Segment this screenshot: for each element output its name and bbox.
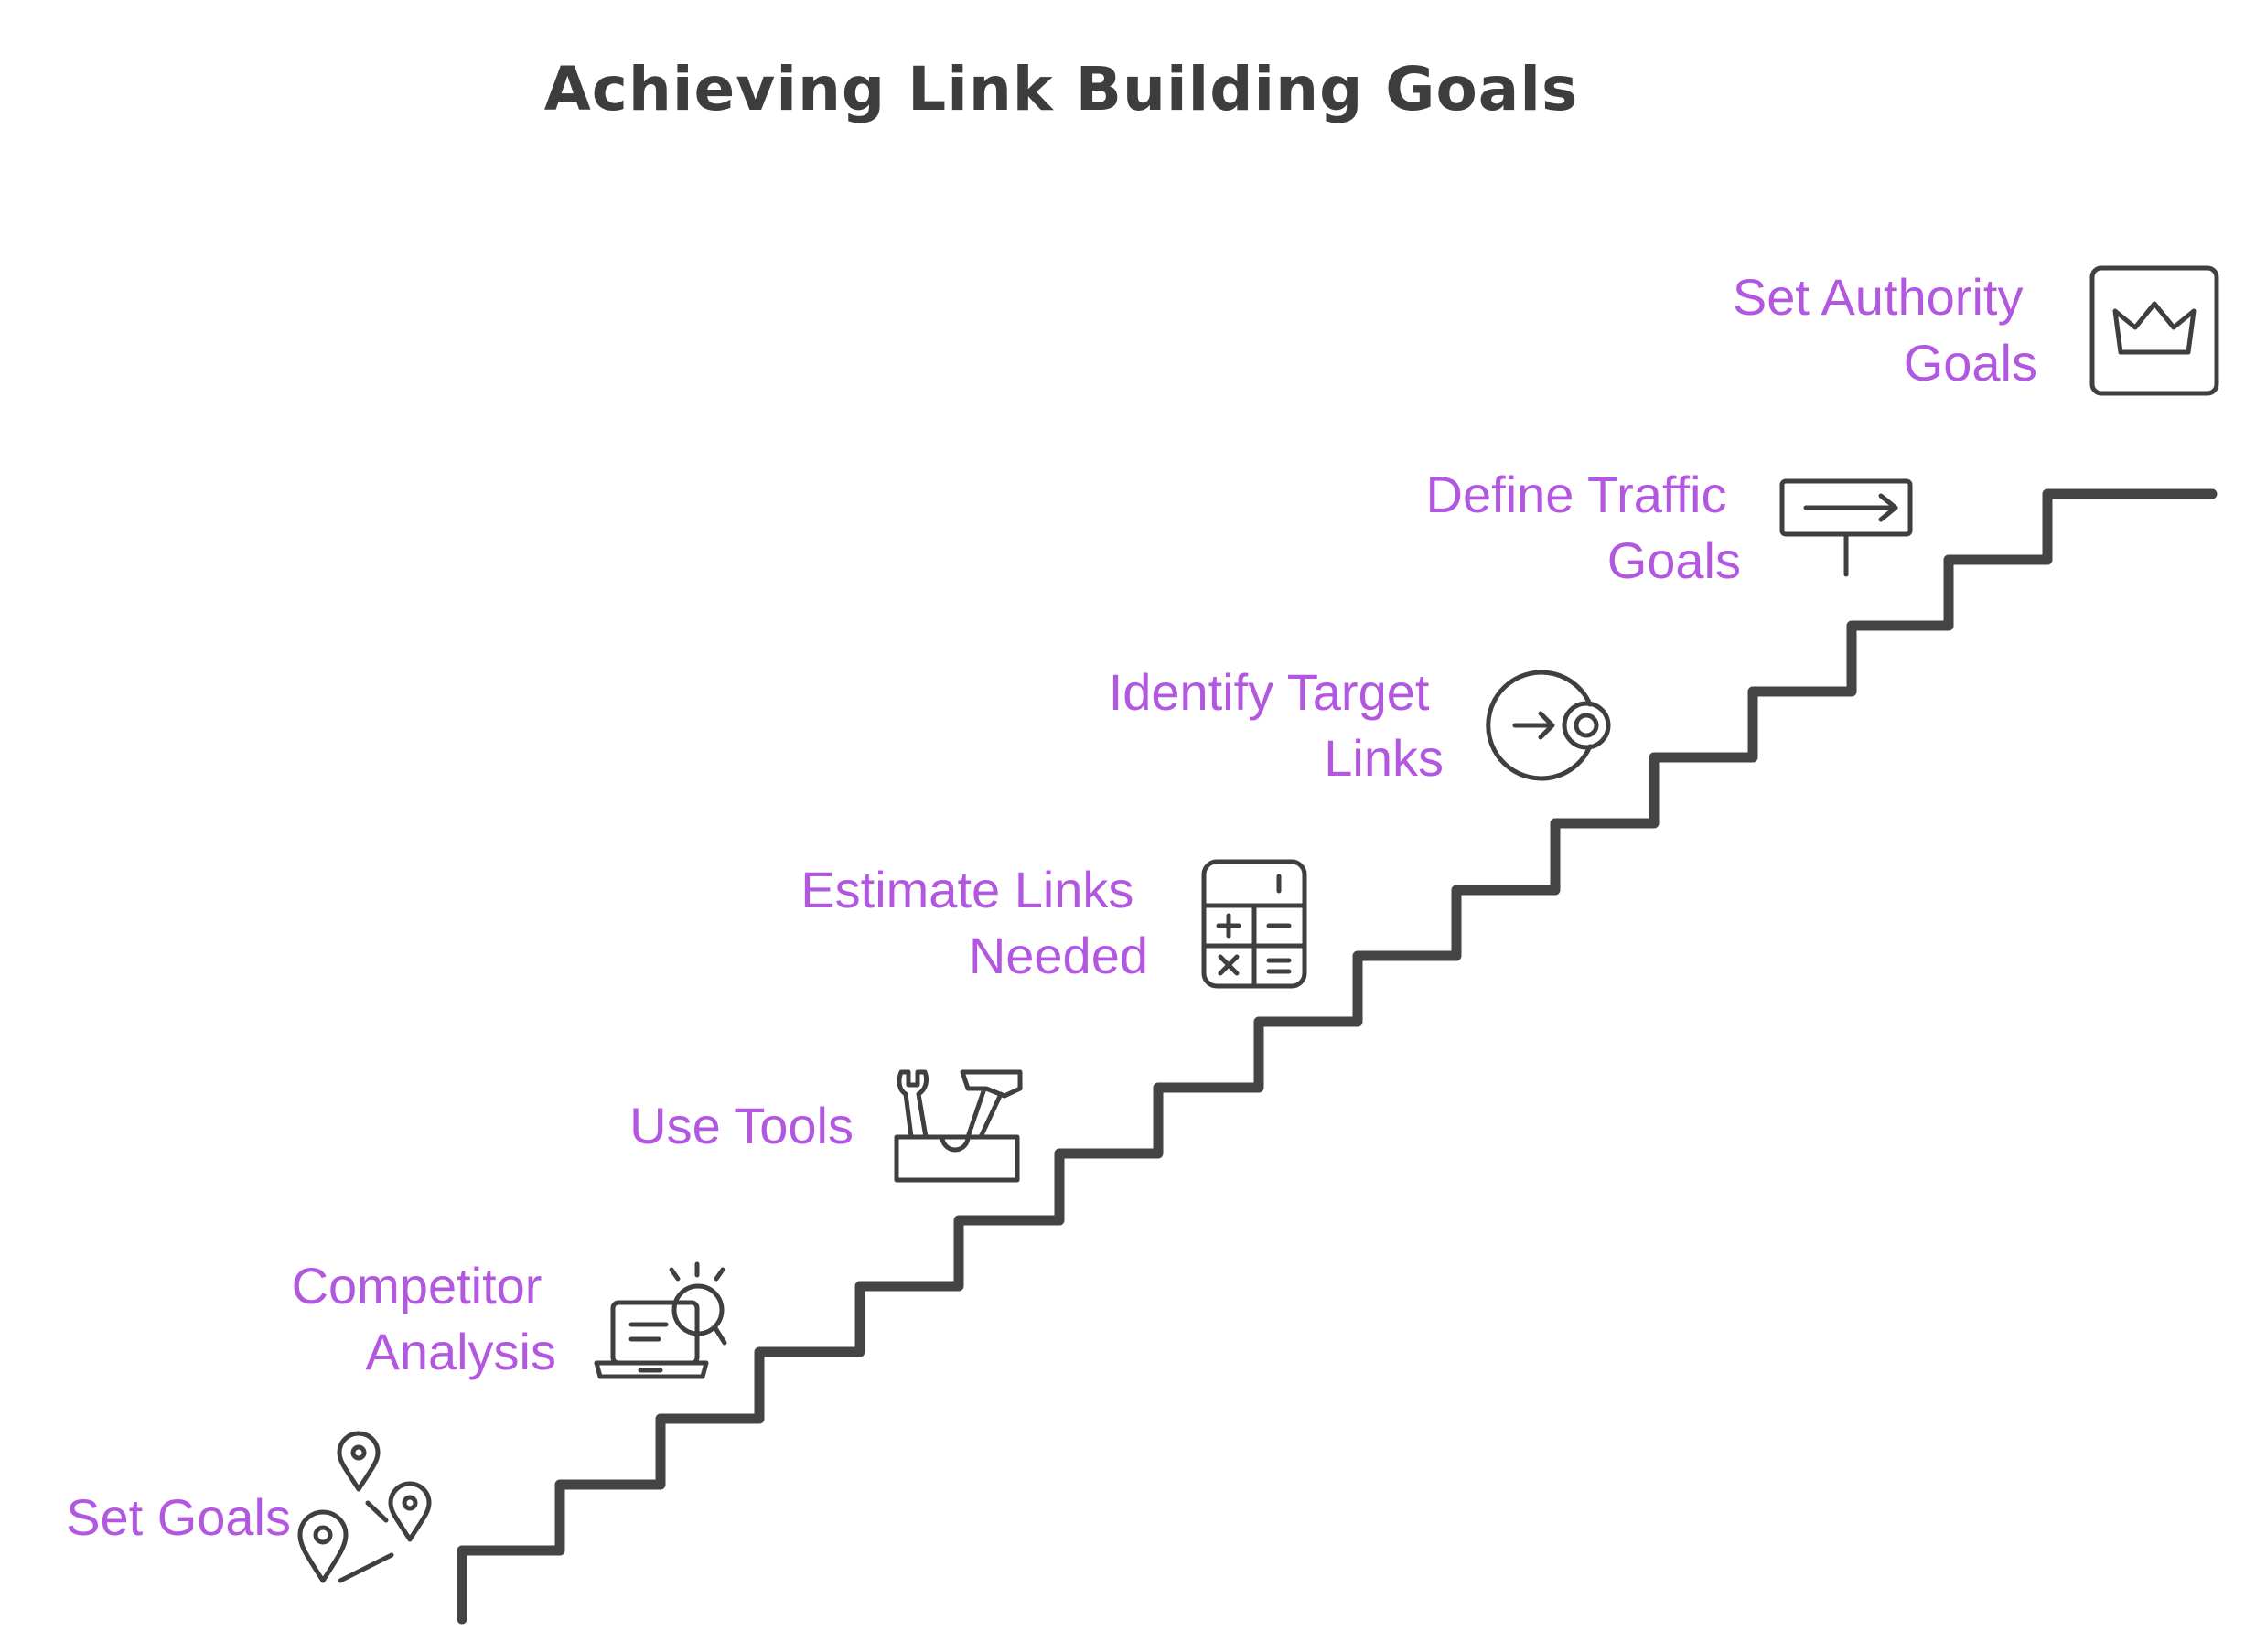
step-label: Define Traffic Goals [1426, 466, 1741, 589]
step-estimate-links-needed: Estimate Links Needed [800, 859, 1307, 989]
step-label: Set Authority Goals [1733, 268, 2037, 392]
diagram-title: Achieving Link Building Goals [544, 54, 1579, 124]
map-pins-icon [297, 1431, 432, 1583]
step-identify-target-links: Identify Target Links [1109, 663, 1611, 787]
toolbox-icon [894, 1069, 1023, 1183]
laptop-search-icon [594, 1261, 727, 1379]
step-label: Identify Target Links [1109, 663, 1444, 787]
calculator-icon [1201, 859, 1307, 989]
step-use-tools: Use Tools [629, 1069, 1023, 1183]
step-set-goals: Set Goals [66, 1431, 432, 1583]
step-label: Competitor Analysis [292, 1257, 556, 1380]
step-label: Estimate Links Needed [800, 861, 1148, 984]
target-arrow-icon [1486, 670, 1611, 781]
step-competitor-analysis: Competitor Analysis [292, 1257, 727, 1380]
step-label-line: Set Goals [66, 1488, 291, 1546]
crown-icon [2089, 265, 2219, 396]
staircase [457, 488, 2218, 1625]
step-label-line: Use Tools [629, 1097, 854, 1154]
signpost-icon [1779, 478, 1913, 577]
step-set-authority-goals: Set Authority Goals [1733, 265, 2219, 396]
step-define-traffic-goals: Define Traffic Goals [1426, 466, 1913, 589]
